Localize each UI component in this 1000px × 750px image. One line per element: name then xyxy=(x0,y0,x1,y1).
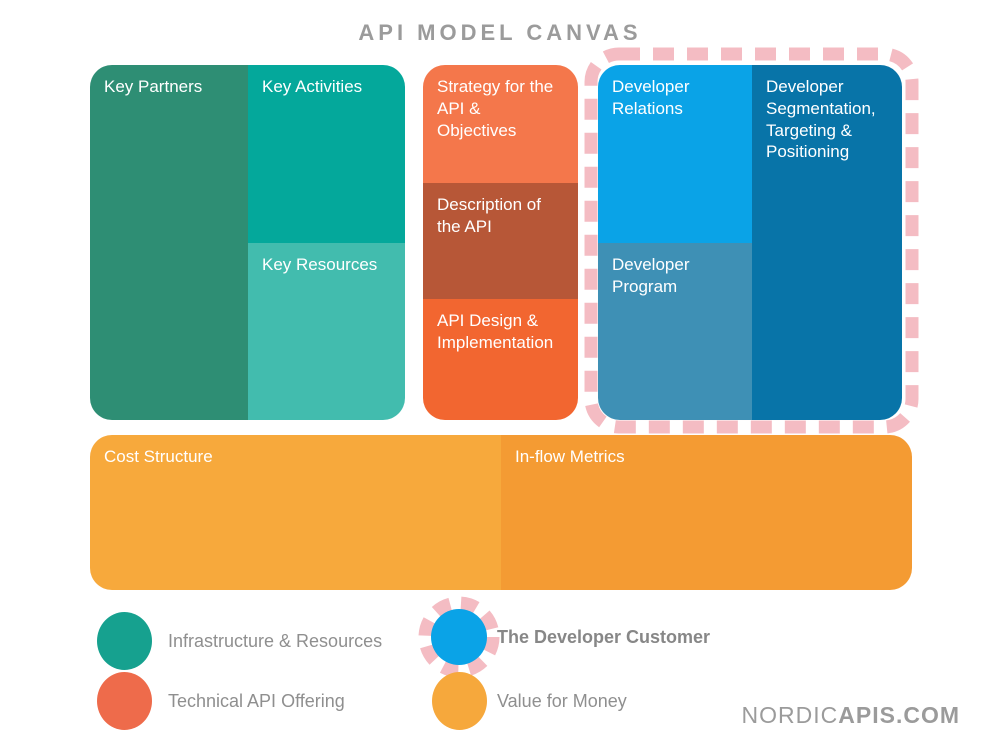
block-key-activities: Key Activities xyxy=(248,65,405,243)
block-label: Key Partners xyxy=(104,77,203,96)
block-developer-relations: Developer Relations xyxy=(598,65,752,243)
legend-swatch-developer-customer xyxy=(418,596,500,678)
block-label: API Design & Implementation xyxy=(437,311,554,352)
block-label: In-flow Metrics xyxy=(515,447,625,466)
brand-bold: APIS.COM xyxy=(838,702,960,728)
block-description-of-api: Description of the API xyxy=(423,183,578,299)
legend-label-developer-customer: The Developer Customer xyxy=(497,626,711,647)
block-label: Strategy for the API & Objectives xyxy=(437,77,554,140)
block-inflow-metrics: In-flow Metrics xyxy=(501,435,912,590)
block-label: Key Activities xyxy=(262,77,363,96)
block-key-resources: Key Resources xyxy=(248,243,405,420)
block-developer-segmentation: Developer Segmentation, Targeting & Posi… xyxy=(752,65,902,420)
legend-swatch-infrastructure xyxy=(97,612,152,670)
legend-label-infrastructure: Infrastructure & Resources xyxy=(168,630,383,651)
block-label: Key Resources xyxy=(262,255,378,274)
block-api-design-implementation: API Design & Implementation xyxy=(423,299,578,420)
block-developer-program: Developer Program xyxy=(598,243,752,420)
legend-swatch-value-for-money xyxy=(432,672,487,730)
legend-label-value-for-money: Value for Money xyxy=(497,690,627,711)
brand-logo: NORDICAPIS.COM xyxy=(742,702,960,729)
block-key-partners: Key Partners xyxy=(90,65,248,420)
block-cost-structure: Cost Structure xyxy=(90,435,501,590)
page-title: API MODEL CANVAS xyxy=(358,20,642,45)
block-label: Developer Segmentation, Targeting & Posi… xyxy=(766,77,876,162)
legend-dashed-ring xyxy=(418,596,500,678)
block-strategy-for-api: Strategy for the API & Objectives xyxy=(423,65,578,183)
legend-swatch-technical-api xyxy=(97,672,152,730)
block-label: Cost Structure xyxy=(104,447,213,466)
legend-blue-circle xyxy=(431,609,487,665)
brand-regular: NORDIC xyxy=(741,702,839,728)
legend-label-technical-api: Technical API Offering xyxy=(168,690,345,711)
block-label: Developer Program xyxy=(612,255,690,296)
block-label: Developer Relations xyxy=(612,77,690,118)
block-label: Description of the API xyxy=(437,195,541,236)
